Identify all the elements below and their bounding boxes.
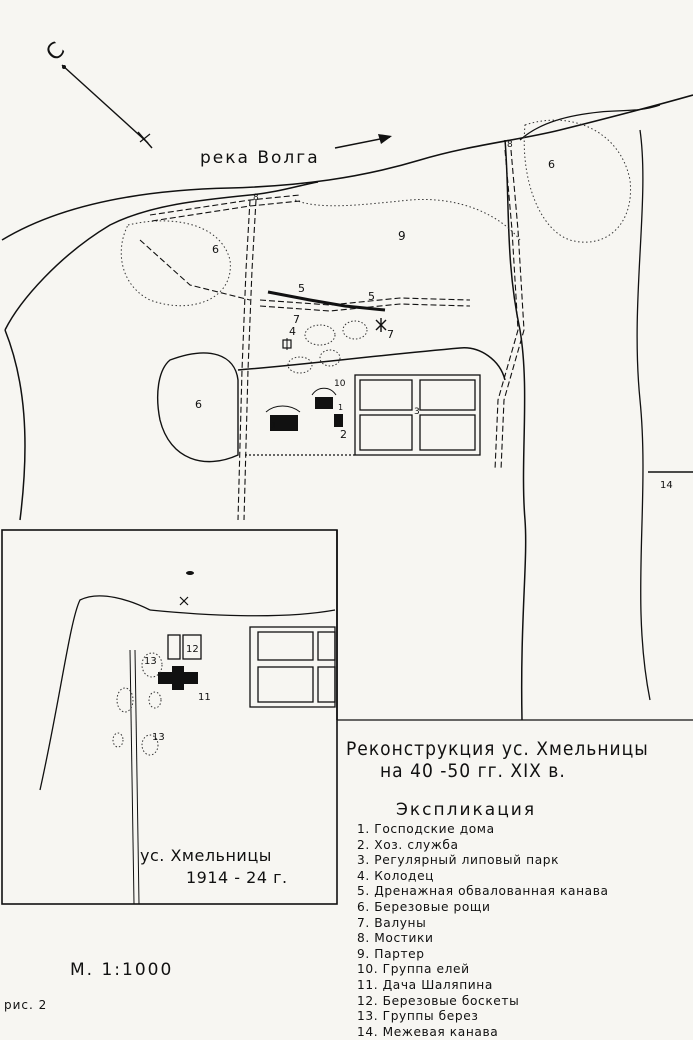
birch-grove-west <box>157 352 239 463</box>
svg-text:8: 8 <box>253 193 259 203</box>
legend-item: 10. Группа елей <box>357 962 470 977</box>
river-flow-arrow-icon <box>334 134 392 149</box>
birch-grove-left <box>120 220 231 307</box>
legend-item: 9. Партер <box>357 946 425 961</box>
legend-item: 11. Дача Шаляпина <box>357 977 493 992</box>
svg-text:6: 6 <box>548 158 555 171</box>
north-arrow-icon: С <box>42 38 153 149</box>
svg-text:1: 1 <box>271 421 276 430</box>
legend-heading: Экспликация <box>396 800 537 820</box>
legend-list: 1. Господские дома 2. Хоз. служба 3. Рег… <box>357 822 609 1040</box>
svg-text:3: 3 <box>414 407 420 417</box>
legend-item: 8. Мостики <box>357 931 434 946</box>
map-title-line2: на 40 -50 гг. XIX в. <box>380 760 566 782</box>
map-scale: М. 1:1000 <box>70 960 174 980</box>
drainage-ditch <box>267 290 386 312</box>
manor-houses <box>265 387 343 431</box>
legend-item: 6. Березовые рощи <box>357 899 491 914</box>
legend-item: 14. Межевая канава <box>357 1024 499 1039</box>
svg-text:12: 12 <box>186 644 199 655</box>
north-label: С <box>42 38 71 67</box>
svg-text:7: 7 <box>387 328 394 341</box>
regular-linden-park <box>354 374 481 456</box>
legend-item: 5. Дренажная обвалованная канава <box>357 884 609 899</box>
svg-text:14: 14 <box>660 480 673 491</box>
svg-text:4: 4 <box>289 325 296 338</box>
estate-paths <box>139 149 525 521</box>
svg-text:6: 6 <box>195 398 202 411</box>
map-numbers: 6 9 6 6 5 5 4 7 7 10 1 1 2 3 8 8 14 <box>195 140 673 491</box>
map-title-line1: Реконструкция ус. Хмельницы <box>346 738 649 760</box>
svg-text:11: 11 <box>198 692 211 703</box>
svg-text:7: 7 <box>293 313 300 326</box>
estate-boundary <box>4 181 319 331</box>
inset-map-1914: 12 13 13 11 <box>1 529 693 905</box>
legend-item: 13. Группы берез <box>357 1009 479 1024</box>
legend-item: 2. Хоз. служба <box>357 837 459 852</box>
spruce-group-icon <box>375 318 387 332</box>
inset-title-line2: 1914 - 24 г. <box>186 868 288 887</box>
svg-text:13: 13 <box>144 656 157 667</box>
legend-item: 12. Березовые боскеты <box>357 993 520 1008</box>
birch-grove-east <box>523 119 632 243</box>
svg-text:6: 6 <box>212 243 219 256</box>
svg-text:1: 1 <box>338 403 343 412</box>
svg-text:10: 10 <box>334 379 346 389</box>
well-icon <box>282 338 292 350</box>
volga-riverbank <box>1 94 693 241</box>
river-label: река Волга <box>200 148 320 168</box>
figure-label: рис. 2 <box>4 998 48 1012</box>
svg-text:5: 5 <box>368 290 375 303</box>
volga-riverbank-shore <box>519 104 661 141</box>
svg-text:13: 13 <box>152 732 165 743</box>
svg-text:9: 9 <box>398 229 406 243</box>
svg-text:5: 5 <box>298 282 305 295</box>
legend-item: 7. Валуны <box>357 915 427 930</box>
legend-item: 1. Господские дома <box>357 822 495 836</box>
svg-text:2: 2 <box>340 428 347 441</box>
svg-text:8: 8 <box>507 140 513 150</box>
inset-title-line1: ус. Хмельницы <box>140 846 272 865</box>
legend-item: 4. Колодец <box>357 868 435 883</box>
boulders <box>287 320 368 374</box>
legend-item: 3. Регулярный липовый парк <box>357 853 560 868</box>
